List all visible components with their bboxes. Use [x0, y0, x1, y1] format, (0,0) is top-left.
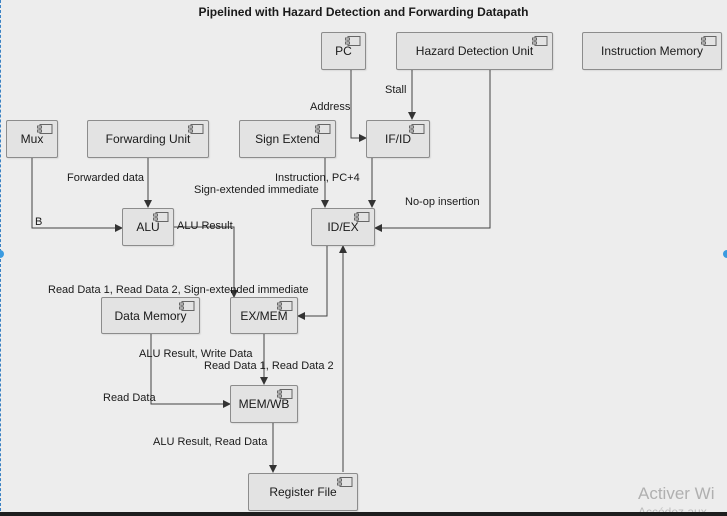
component-icon: [188, 124, 204, 134]
node-hazard-detection-unit[interactable]: Hazard Detection Unit: [396, 32, 553, 70]
component-icon: [37, 124, 53, 134]
component-icon: [277, 389, 293, 399]
node-label: Register File: [269, 485, 337, 499]
node-if-id[interactable]: IF/ID: [366, 120, 430, 158]
edge-label-alu-read: ALU Result, Read Data: [153, 436, 268, 448]
component-icon: [532, 36, 548, 46]
node-ex-mem[interactable]: EX/MEM: [230, 297, 298, 334]
edge-label-instruction-pc4: Instruction, PC+4: [275, 172, 360, 184]
node-instruction-memory[interactable]: Instruction Memory: [582, 32, 722, 70]
edge-label-alu-result: ALU Result: [177, 220, 233, 232]
component-icon: [701, 36, 717, 46]
node-register-file[interactable]: Register File: [248, 473, 358, 511]
node-label: ID/EX: [327, 220, 359, 234]
edge-mux-to-alu: [31, 158, 123, 232]
node-data-memory[interactable]: Data Memory: [101, 297, 200, 334]
node-label: Data Memory: [114, 308, 187, 323]
node-sign-extend[interactable]: Sign Extend: [239, 120, 336, 158]
component-icon: [153, 212, 169, 222]
edge-label-stall: Stall: [385, 84, 407, 96]
component-icon: [179, 301, 195, 311]
component-icon: [277, 301, 293, 311]
edge-idex-to-exmem: [297, 246, 328, 320]
edge-label-b: B: [35, 216, 43, 228]
component-icon: [409, 124, 425, 134]
node-pc[interactable]: PC: [321, 32, 366, 70]
edge-dmem-to-memwb: [150, 334, 231, 408]
node-label: Sign Extend: [255, 132, 320, 146]
component-icon: [345, 36, 361, 46]
edge-label-address: Address: [310, 101, 351, 113]
taskbar-edge: [0, 512, 727, 516]
resize-handle-left[interactable]: [0, 250, 4, 258]
node-label: IF/ID: [385, 132, 411, 146]
edge-alu-to-exmem: [174, 226, 238, 298]
node-mem-wb[interactable]: MEM/WB: [230, 385, 298, 423]
edge-label-read-data: Read Data: [103, 392, 156, 404]
edge-label-alu-write: ALU Result, Write Data: [139, 348, 253, 360]
node-label: MEM/WB: [238, 397, 290, 411]
activation-watermark: Activer Wi: [638, 484, 715, 503]
edge-label-noop: No-op insertion: [405, 196, 480, 208]
edge-pc-to-ifid: [350, 70, 367, 142]
node-forwarding-unit[interactable]: Forwarding Unit: [87, 120, 209, 158]
diagram-title: Pipelined with Hazard Detection and Forw…: [198, 5, 529, 19]
edge-hazard-to-idex: [374, 70, 491, 232]
edge-label-read-data-12: Read Data 1, Read Data 2: [204, 360, 334, 372]
node-label: Instruction Memory: [600, 44, 704, 58]
edge-label-read-data-top: Read Data 1, Read Data 2, Sign-extended …: [48, 284, 309, 296]
node-label: Hazard Detection Unit: [415, 44, 534, 58]
node-label: EX/MEM: [240, 308, 288, 323]
node-mux[interactable]: Mux: [6, 120, 58, 158]
node-alu[interactable]: ALU: [122, 208, 174, 246]
node-id-ex[interactable]: ID/EX: [311, 208, 375, 246]
component-icon: [315, 124, 331, 134]
node-label: ALU: [136, 220, 160, 234]
node-label: Forwarding Unit: [105, 132, 191, 146]
resize-handle-right[interactable]: [723, 250, 727, 258]
node-label: Mux: [20, 132, 44, 146]
node-label: PC: [335, 44, 352, 58]
canvas-left-edge: [0, 0, 2, 516]
activation-watermark-sub: Accédez aux: [638, 505, 707, 513]
component-icon: [337, 477, 353, 487]
component-icon: [354, 212, 370, 222]
edge-label-sign-ext-imm: Sign-extended immediate: [194, 184, 319, 196]
edge-label-forwarded-data: Forwarded data: [67, 172, 145, 184]
